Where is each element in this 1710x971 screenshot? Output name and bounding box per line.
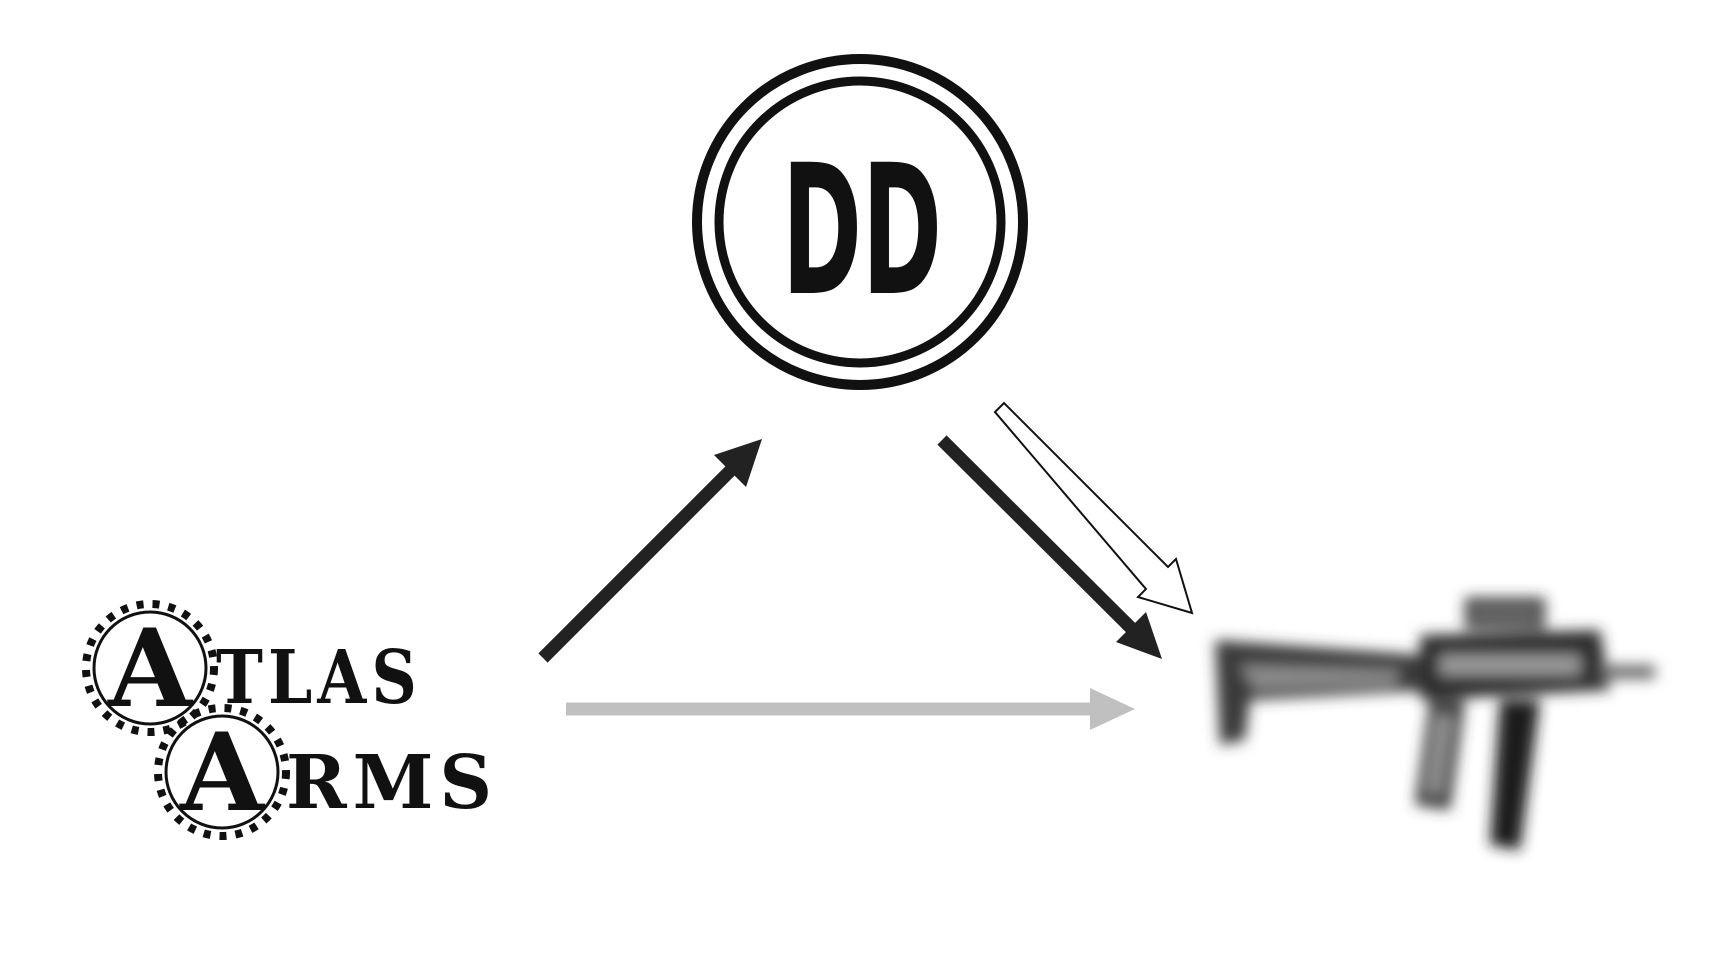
- rifle-icon: [1215, 598, 1655, 850]
- arrow-dd-to-rifle-outline: [993, 401, 1194, 615]
- atlas-word: TLAS: [216, 635, 422, 721]
- arrow-dd-to-rifle: [937, 435, 1162, 659]
- dd-outer-ring: [692, 54, 1028, 390]
- gear-icon: [82, 600, 218, 736]
- dd-inner-ring: [714, 76, 1006, 368]
- dd-logo: DD: [692, 54, 1028, 390]
- gear-icon: [154, 704, 290, 840]
- atlas-initial: A: [107, 606, 194, 732]
- arrow-atlas-to-rifle: [566, 688, 1135, 730]
- arms-initial: A: [179, 710, 266, 836]
- arrow-atlas-to-dd: [538, 439, 762, 663]
- arms-word: RMS: [286, 740, 498, 826]
- dd-logo-text: DD: [782, 127, 942, 336]
- atlas-arms-logo: A TLAS A RMS: [82, 600, 498, 840]
